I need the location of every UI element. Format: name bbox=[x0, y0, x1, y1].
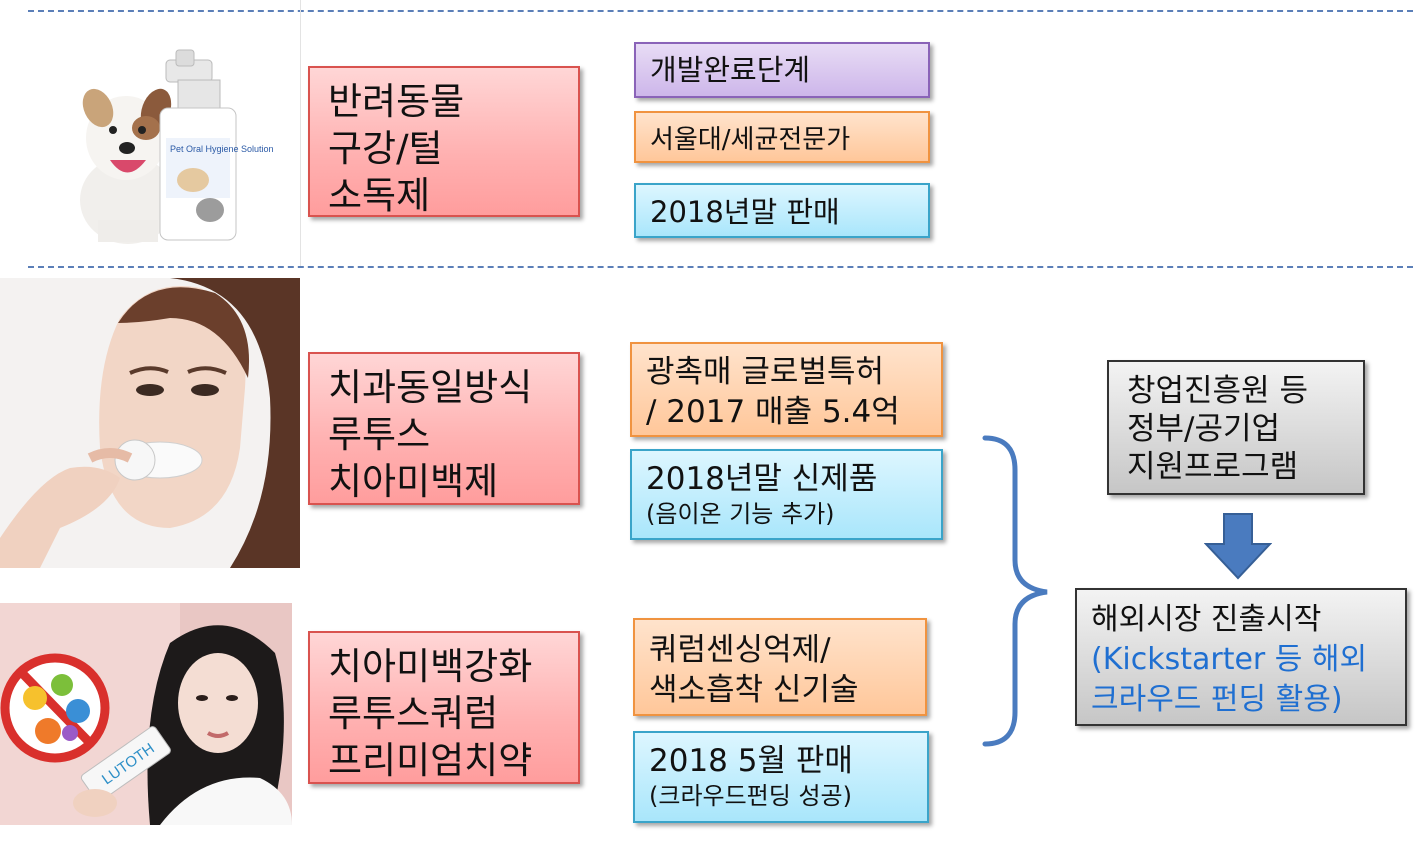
grouping-brace bbox=[982, 435, 1048, 747]
image-separator-line bbox=[300, 0, 301, 266]
product-line: 치과동일방식 bbox=[328, 366, 533, 409]
down-arrow-icon bbox=[1204, 513, 1272, 580]
feature-line: (음이온 기능 추가) bbox=[646, 500, 835, 528]
government-support-box: 창업진흥원 등 정부/공기업 지원프로그램 bbox=[1107, 360, 1365, 495]
product-line: 구강/털 bbox=[328, 127, 443, 170]
overseas-line-highlight: (Kickstarter 등 해외 bbox=[1091, 642, 1368, 677]
product-line: 반려동물 bbox=[328, 80, 465, 123]
overseas-market-box: 해외시장 진출시작 (Kickstarter 등 해외 크라우드 펀딩 활용) bbox=[1075, 588, 1407, 726]
feature-box-new-product-2018: 2018년말 신제품 (음이온 기능 추가) bbox=[630, 449, 943, 540]
product-line: 루투스쿼럼 bbox=[328, 692, 499, 735]
feature-box-development-complete: 개발완료단계 bbox=[634, 42, 930, 98]
product-line: 치아미백강화 bbox=[328, 645, 533, 688]
feature-line: (크라우드펀딩 성공) bbox=[649, 782, 852, 810]
product-box-premium-toothpaste: 치아미백강화 루투스쿼럼 프리미엄치약 bbox=[308, 631, 580, 784]
feature-box-snu-expert: 서울대/세균전문가 bbox=[634, 111, 930, 163]
feature-line: 2018년말 신제품 bbox=[646, 461, 878, 497]
support-line: 정부/공기업 bbox=[1127, 411, 1281, 447]
feature-line: / 2017 매출 5.4억 bbox=[646, 394, 900, 430]
product-box-pet-disinfectant: 반려동물 구강/털 소독제 bbox=[308, 66, 580, 217]
feature-line: 개발완료단계 bbox=[650, 53, 811, 87]
product-line: 소독제 bbox=[328, 174, 431, 217]
support-line: 지원프로그램 bbox=[1127, 449, 1299, 485]
feature-line: 2018 5월 판매 bbox=[649, 743, 853, 779]
feature-box-crowdfunding-success: 2018 5월 판매 (크라우드펀딩 성공) bbox=[633, 731, 929, 823]
bottle-label-text: Pet Oral Hygiene Solution bbox=[170, 144, 274, 154]
feature-line: 쿼럼센싱억제/ bbox=[649, 632, 831, 668]
overseas-line-highlight: 크라우드 펀딩 활용) bbox=[1091, 682, 1343, 717]
whitening-tray-model-image bbox=[0, 278, 300, 568]
support-line: 창업진흥원 등 bbox=[1127, 373, 1308, 409]
feature-box-quorum-sensing: 쿼럼센싱억제/ 색소흡착 신기술 bbox=[633, 618, 927, 716]
feature-box-2018-launch: 2018년말 판매 bbox=[634, 183, 930, 238]
feature-line: 광촉매 글로벌특허 bbox=[646, 354, 885, 390]
overseas-line: 해외시장 진출시작 bbox=[1091, 602, 1322, 637]
feature-line: 색소흡착 신기술 bbox=[649, 672, 859, 708]
pet-spray-product-image: Pet Oral Hygiene Solution bbox=[58, 20, 298, 250]
product-line: 치아미백제 bbox=[328, 460, 499, 503]
product-line: 프리미엄치약 bbox=[328, 739, 533, 782]
product-box-whitening-agent: 치과동일방식 루투스 치아미백제 bbox=[308, 352, 580, 505]
feature-line: 2018년말 판매 bbox=[650, 195, 840, 229]
feature-box-photocatalyst-patent: 광촉매 글로벌특허 / 2017 매출 5.4억 bbox=[630, 342, 943, 437]
toothpaste-model-image: LUTOTH bbox=[0, 603, 292, 825]
product-line: 루투스 bbox=[328, 413, 431, 456]
top-dashed-divider bbox=[28, 10, 1413, 12]
middle-dashed-divider bbox=[28, 266, 1413, 268]
feature-line: 서울대/세균전문가 bbox=[650, 125, 851, 155]
